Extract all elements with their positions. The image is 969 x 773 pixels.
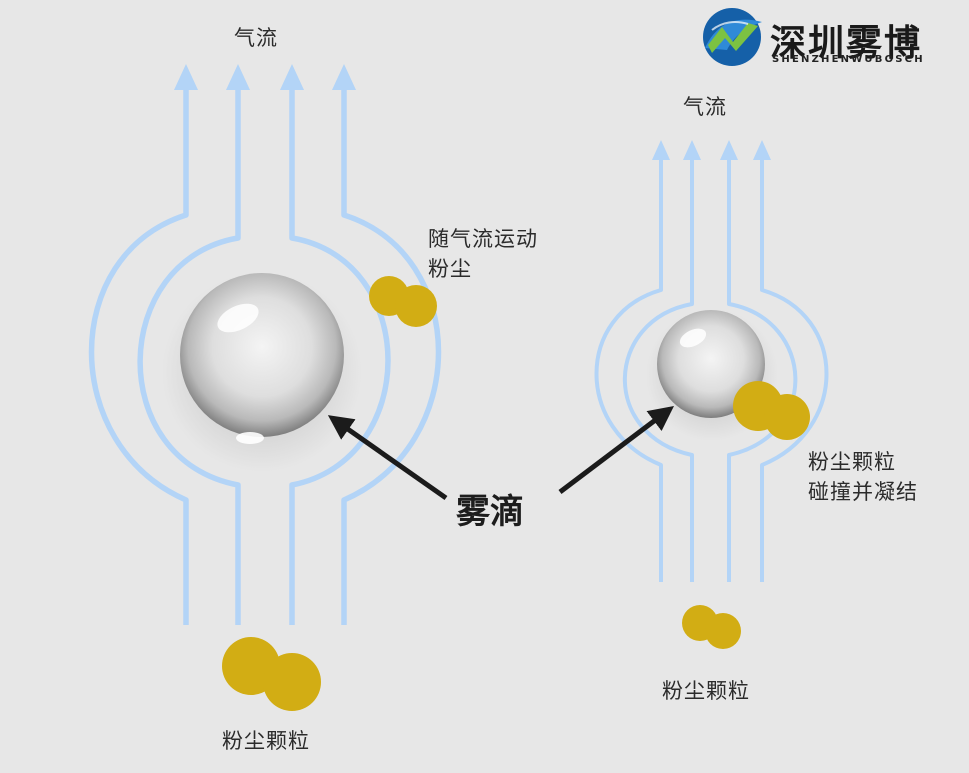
left-droplet-highlight: [217, 303, 259, 333]
left-droplet: [180, 273, 344, 437]
right-arrowhead-4: [753, 140, 771, 160]
right-dust-label: 粉尘颗粒: [662, 679, 750, 703]
right-arrowhead-1: [652, 140, 670, 160]
left-arrowhead-3: [280, 64, 304, 90]
left-streamline-inner-right: [289, 84, 391, 625]
left-streamline-outer-right: [341, 84, 442, 625]
right-collision-label: 粉尘颗粒 碰撞并凝结: [808, 447, 918, 507]
logo-name-en: SHENZHENWUBOSCH: [772, 54, 925, 65]
right-airflow-arrowheads: [652, 140, 771, 160]
right-streamline-inner-left: [622, 155, 694, 582]
right-collision-label-line1: 粉尘颗粒: [808, 450, 896, 474]
right-streamline-outer-left: [594, 155, 663, 582]
right-collision-dust-2: [764, 394, 810, 440]
left-moving-dust-label-line2: 粉尘: [428, 257, 472, 281]
left-airflow-label: 气流: [234, 26, 278, 50]
right-streamline-inner-right: [727, 155, 798, 582]
right-dust-2: [705, 613, 741, 649]
right-arrowhead-2: [683, 140, 701, 160]
left-moving-dust-label-line1: 随气流运动: [428, 227, 538, 251]
left-dust-2: [263, 653, 321, 711]
left-arrowhead-1: [174, 64, 198, 90]
droplet-label: 雾滴: [456, 492, 524, 532]
left-streamline-inner-left: [137, 84, 241, 625]
right-streamline-outer-right: [760, 155, 829, 582]
right-airflow-label: 气流: [683, 95, 727, 119]
left-arrowhead-2: [226, 64, 250, 90]
left-moving-dust-label: 随气流运动 粉尘: [428, 224, 538, 284]
logo-icon: [703, 8, 762, 66]
pointer-arrow-right: [558, 405, 674, 494]
left-dust-label: 粉尘颗粒: [222, 729, 310, 753]
pointer-arrow-left: [327, 415, 448, 501]
left-airflow-lines: [88, 84, 442, 625]
left-droplet-glint: [236, 432, 264, 444]
logo-name-cn: 深圳雾博: [770, 23, 923, 64]
right-arrowhead-3: [720, 140, 738, 160]
right-collision-label-line2: 碰撞并凝结: [808, 480, 918, 504]
right-droplet-highlight: [679, 328, 707, 348]
right-airflow-lines: [594, 155, 829, 582]
left-airflow-arrowheads: [174, 64, 356, 90]
left-moving-dust-2: [395, 285, 437, 327]
left-arrowhead-4: [332, 64, 356, 90]
left-streamline-outer-left: [88, 84, 189, 625]
